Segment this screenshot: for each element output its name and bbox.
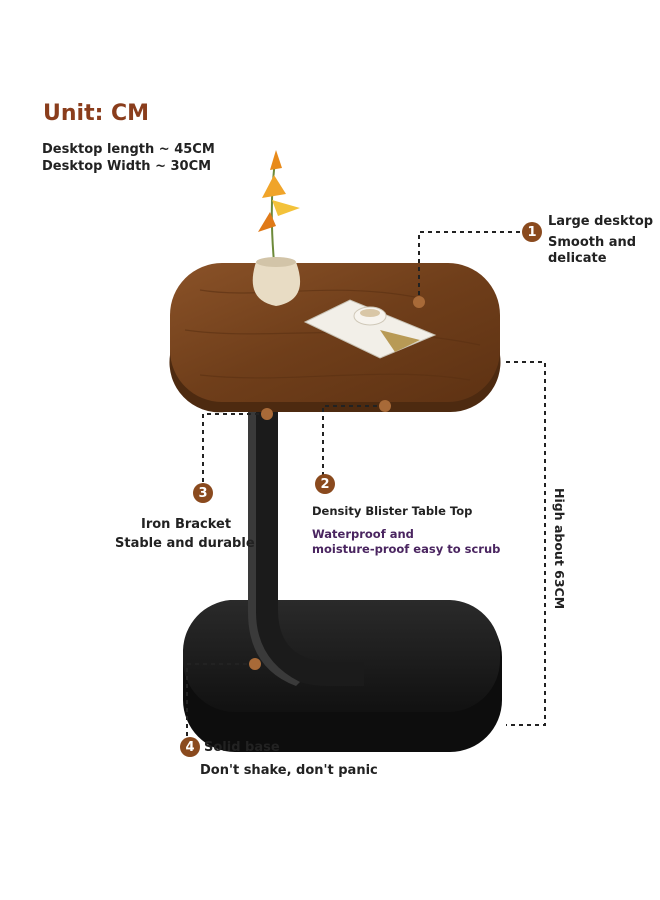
feature-2-title: Density Blister Table Top: [312, 504, 473, 518]
feature-4-title: Solid base: [204, 740, 280, 755]
feature-3-desc: Stable and durable: [115, 536, 255, 551]
feature-4-desc: Don't shake, don't panic: [200, 763, 378, 778]
feature-2-desc-line1: Waterproof and: [312, 527, 414, 541]
feature-3-title: Iron Bracket: [141, 517, 232, 532]
feature-3-badge: 3: [193, 483, 213, 503]
feature-4-badge: 4: [180, 737, 200, 757]
feature-1-desc-line1: Smooth and: [548, 235, 637, 250]
height-label: High about 63CM: [552, 488, 567, 610]
unit-title: Unit: CM: [43, 101, 150, 126]
desktop-width-label: Desktop Width ~ 30CM: [42, 159, 212, 174]
feature-1-badge: 1: [522, 222, 542, 242]
callout-dots: [249, 296, 425, 670]
feature-1-desc-line2: delicate: [548, 251, 607, 266]
wooden-tabletop: [169, 263, 501, 413]
vase-with-flower: [252, 150, 301, 306]
callout-lines: [186, 231, 546, 736]
feature-2-badge: 2: [315, 474, 335, 494]
feature-2-desc-line2: moisture-proof easy to scrub: [312, 542, 501, 556]
magazine-and-cup: [303, 299, 437, 359]
desktop-length-label: Desktop length ~ 45CM: [42, 142, 215, 157]
feature-1-title: Large desktop: [548, 214, 654, 229]
